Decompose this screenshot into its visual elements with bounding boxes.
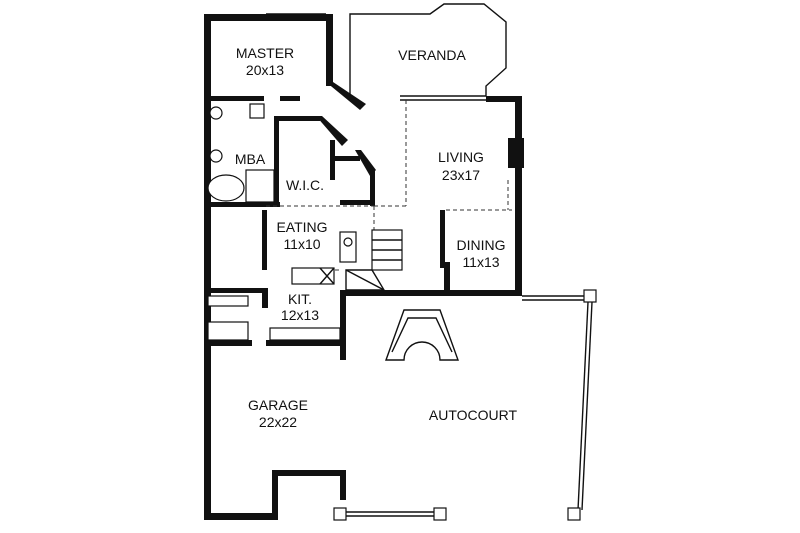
dining-size: 11x13 [462,254,499,270]
veranda-outline [349,3,507,96]
bath-fixtures [207,103,357,263]
mba-label: MBA [235,151,266,167]
kitchen-fixtures [207,267,341,341]
autocourt-label: AUTOCOURT [429,407,518,423]
wic-label: W.I.C. [286,177,324,193]
master-size: 20x13 [246,62,284,78]
kitchen-size: 12x13 [281,307,319,323]
living-size: 23x17 [442,167,480,183]
autocourt-outline [333,289,597,521]
entry-steps [385,309,459,361]
room-labels: MASTER 20x13 VERANDA MBA W.I.C. LIVING 2… [235,45,518,430]
dining-label: DINING [457,237,506,253]
garage-label: GARAGE [248,397,308,413]
veranda-label: VERANDA [398,47,466,63]
exterior-walls [204,14,524,520]
living-label: LIVING [438,149,484,165]
eating-label: EATING [276,219,327,235]
window-marks [266,13,512,271]
kitchen-label: KIT. [288,291,312,307]
staircase [345,229,403,291]
master-label: MASTER [236,45,294,61]
garage-size: 22x22 [259,414,297,430]
eating-size: 11x10 [283,236,320,252]
